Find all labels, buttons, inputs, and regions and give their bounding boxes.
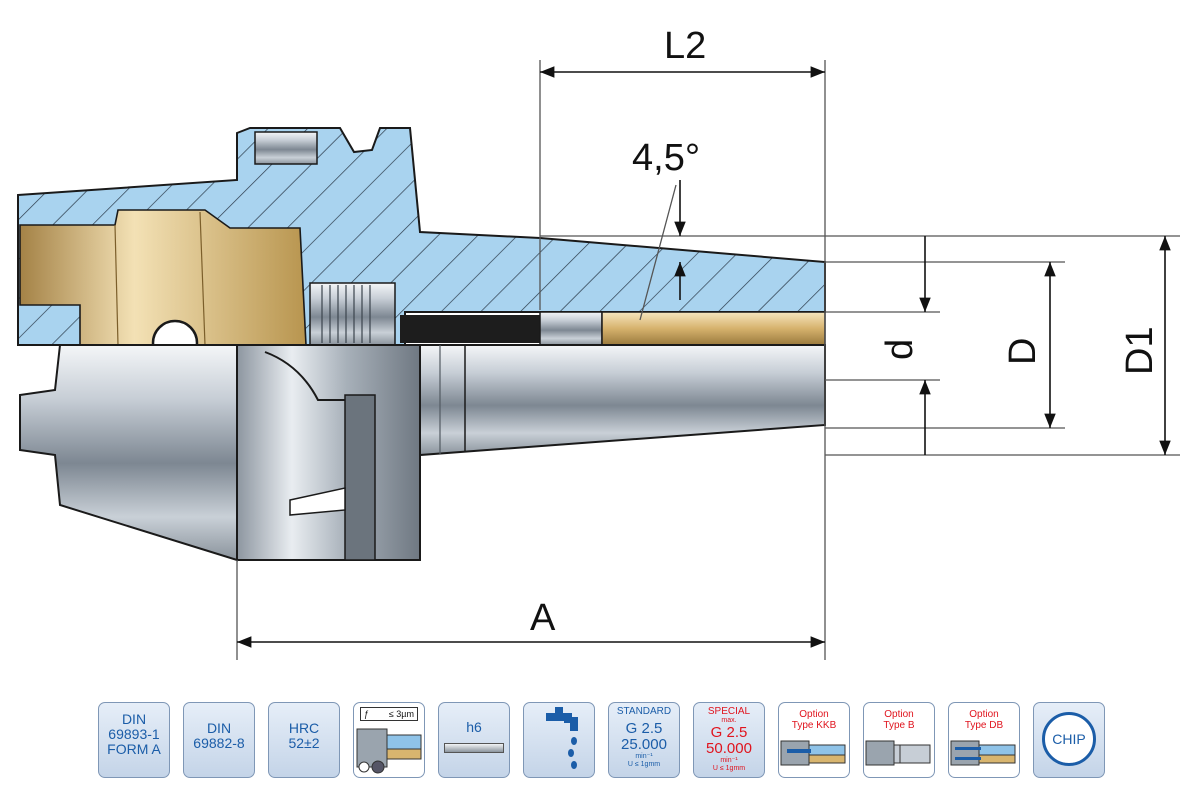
badge-hrc-line2: 52±2 — [288, 735, 320, 751]
badge-special-line2: max. — [721, 717, 737, 724]
badge-typedb-line2: Type DB — [964, 720, 1004, 731]
label-D1: D1 — [1119, 326, 1161, 375]
badge-h6: h6 — [438, 702, 510, 778]
coolant-tap-icon — [546, 707, 578, 769]
badge-hrc: HRC 52±2 — [268, 702, 340, 778]
badge-standard-note: U ≤ 1gmm — [627, 761, 661, 768]
runout-chuck-icon — [356, 728, 422, 774]
label-d: d — [879, 339, 921, 360]
label-D: D — [1002, 338, 1044, 365]
stop-pin — [539, 311, 603, 346]
shank-icon — [444, 743, 504, 753]
badge-runout-label: ≤ 3µm — [388, 709, 414, 719]
badge-h6-label: h6 — [466, 719, 482, 735]
clamp-screw — [309, 282, 396, 346]
label-angle: 4,5° — [632, 137, 700, 179]
badge-hrc-line1: HRC — [288, 720, 320, 736]
flange-arc — [264, 351, 345, 401]
badge-chip-label: CHIP — [1052, 731, 1086, 747]
badge-din1-line2: 69893-1 — [108, 726, 160, 742]
kkb-holder-icon — [780, 740, 846, 766]
badge-special-balance: SPECIAL max. G 2.5 50.000 min⁻¹ U ≤ 1gmm — [693, 702, 765, 778]
runout-icon: ƒ — [364, 709, 370, 719]
badge-special-note: U ≤ 1gmm — [712, 765, 746, 772]
brass-bore — [19, 209, 307, 346]
badge-option-db: Option Type DB — [948, 702, 1020, 778]
badge-din2-line1: DIN — [206, 720, 232, 736]
badge-typeb-line2: Type B — [883, 720, 915, 731]
typedb-holder-icon — [950, 740, 1016, 766]
badge-chip: CHIP — [1033, 702, 1105, 778]
badge-standard-line1: STANDARD — [616, 706, 672, 717]
badge-kkb-line1: Option — [799, 709, 829, 720]
label-L2: L2 — [664, 25, 706, 67]
flange-groove — [344, 394, 376, 561]
badge-coolant — [523, 702, 595, 778]
badge-runout: ƒ ≤ 3µm — [353, 702, 425, 778]
flange-slot — [289, 487, 346, 516]
typeb-holder-icon — [865, 740, 931, 766]
badge-kkb-line2: Type KKB — [791, 720, 837, 731]
badge-standard-line2: G 2.5 — [625, 720, 663, 737]
drive-slot — [254, 131, 318, 165]
badge-typeb-line1: Option — [884, 709, 914, 720]
badge-din1-line1: DIN — [121, 711, 147, 727]
label-A: A — [530, 597, 556, 639]
badge-standard-balance: STANDARD G 2.5 25.000 min⁻¹ U ≤ 1gmm — [608, 702, 680, 778]
badge-standard-line3: 25.000 — [621, 736, 667, 753]
tool-holder-drawing: L2 4,5° A d D D1 — [17, 25, 1180, 660]
feature-badges: DIN 69893-1 FORM A DIN 69882-8 HRC 52±2 … — [98, 702, 1108, 782]
badge-special-line3: G 2.5 — [710, 724, 748, 741]
badge-standard-unit: min⁻¹ — [635, 753, 653, 760]
badge-option-b: Option Type B — [863, 702, 935, 778]
badge-special-unit: min⁻¹ — [720, 757, 738, 764]
taper-shank — [19, 344, 238, 562]
bore-contact — [400, 315, 540, 343]
chip-icon: CHIP — [1042, 712, 1096, 766]
badge-din-69882: DIN 69882-8 — [183, 702, 255, 778]
badge-din1-line3: FORM A — [107, 741, 161, 757]
badge-special-line1: SPECIAL — [707, 706, 751, 717]
badge-din-69893: DIN 69893-1 FORM A — [98, 702, 170, 778]
badge-typedb-line1: Option — [969, 709, 999, 720]
badge-option-kkb: Option Type KKB — [778, 702, 850, 778]
badge-din2-line2: 69882-8 — [193, 735, 245, 751]
tool-shank — [601, 311, 826, 346]
flange — [236, 344, 421, 561]
badge-special-line4: 50.000 — [706, 740, 752, 757]
nose — [419, 344, 826, 457]
